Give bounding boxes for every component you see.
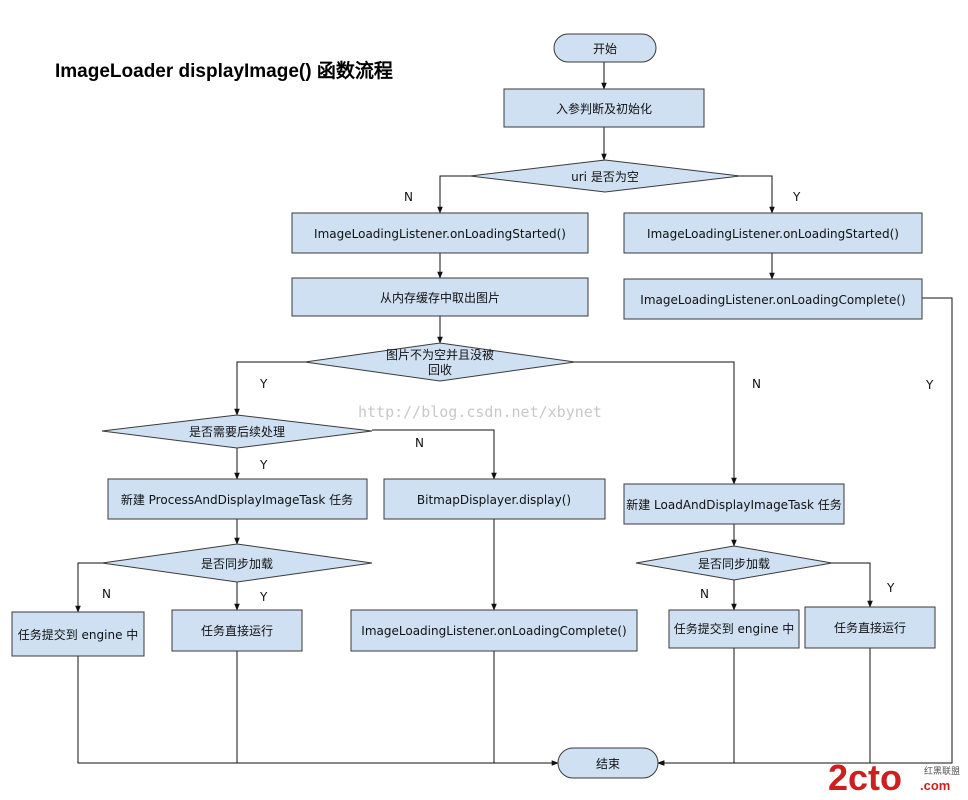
edge-syncR-yes	[832, 562, 873, 608]
node-run-left-label: 任务直接运行	[201, 623, 273, 638]
label-uri-yes: Y	[792, 190, 801, 204]
label-check-no: N	[752, 377, 761, 391]
node-end: 结束	[557, 747, 659, 779]
label-uri-no: N	[404, 190, 413, 204]
logo-main-text: 2cto	[828, 757, 902, 798]
decision-uri-empty-label: uri 是否为空	[571, 170, 639, 184]
node-run-right-label: 任务直接运行	[834, 620, 906, 635]
node-new-load-task-label: 新建 LoadAndDisplayImageTask 任务	[626, 497, 842, 512]
label-post-yes: Y	[259, 458, 268, 472]
label-syncR-yes: Y	[886, 581, 895, 595]
label-complete-yes: Y	[925, 378, 934, 392]
node-start: 开始	[553, 33, 657, 63]
decision-sync-right-label: 是否同步加载	[698, 557, 770, 571]
node-mem-cache-label: 从内存缓存中取出图片	[380, 290, 500, 305]
node-bitmap-display: BitmapDisplayer.display()	[383, 478, 606, 520]
node-submit-left-label: 任务提交到 engine 中	[18, 627, 139, 642]
node-submit-right: 任务提交到 engine 中	[668, 609, 800, 649]
edge-check-yes	[234, 361, 305, 416]
decision-sync-left: 是否同步加载	[101, 543, 373, 583]
logo-dotcom-text: .com	[920, 778, 950, 793]
node-complete-mid: ImageLoadingListener.onLoadingComplete()	[350, 609, 638, 652]
node-new-process-task: 新建 ProcessAndDisplayImageTask 任务	[107, 478, 368, 520]
node-started-left-label: ImageLoadingListener.onLoadingStarted()	[314, 227, 566, 241]
site-logo: 2cto .com 红黑联盟	[828, 757, 960, 798]
node-started-left: ImageLoadingListener.onLoadingStarted()	[291, 212, 589, 254]
edge-check-no	[575, 361, 737, 485]
decision-post-process: 是否需要后续处理	[101, 414, 373, 449]
node-complete-mid-label: ImageLoadingListener.onLoadingComplete()	[361, 624, 626, 638]
node-submit-right-label: 任务提交到 engine 中	[674, 621, 795, 636]
node-submit-left: 任务提交到 engine 中	[11, 611, 145, 657]
watermark-text: http://blog.csdn.net/xbynet	[358, 403, 602, 421]
decision-bitmap-valid-label-2: 回收	[428, 363, 452, 377]
edge-uri-no	[437, 175, 470, 214]
label-check-yes: Y	[259, 377, 268, 391]
label-syncL-yes: Y	[259, 590, 268, 604]
node-started-right-label: ImageLoadingListener.onLoadingStarted()	[647, 227, 899, 241]
node-start-label: 开始	[593, 42, 617, 56]
node-started-right: ImageLoadingListener.onLoadingStarted()	[623, 212, 923, 254]
node-new-load-task: 新建 LoadAndDisplayImageTask 任务	[623, 483, 845, 525]
node-complete-right: ImageLoadingListener.onLoadingComplete()	[623, 278, 923, 320]
edge-submitL-end	[77, 656, 559, 766]
decision-bitmap-valid: 图片不为空并且没被 回收	[304, 342, 576, 382]
node-end-label: 结束	[596, 757, 620, 771]
edge-labels: N Y Y N Y Y N N Y N Y	[102, 190, 934, 604]
decision-uri-empty: uri 是否为空	[469, 159, 741, 193]
decision-post-process-label: 是否需要后续处理	[189, 425, 285, 439]
edge-uri-yes	[740, 175, 775, 214]
label-post-no: N	[415, 436, 424, 450]
edges	[75, 62, 953, 766]
label-syncL-no: N	[102, 587, 111, 601]
node-init: 入参判断及初始化	[503, 88, 705, 128]
diagram-title: ImageLoader displayImage() 函数流程	[55, 59, 393, 82]
node-complete-right-label: ImageLoadingListener.onLoadingComplete()	[640, 293, 905, 307]
node-bitmap-display-label: BitmapDisplayer.display()	[417, 493, 571, 507]
edge-post-no	[372, 429, 497, 480]
node-init-label: 入参判断及初始化	[556, 101, 652, 116]
node-run-right: 任务直接运行	[804, 606, 936, 649]
node-run-left: 任务直接运行	[171, 609, 303, 652]
decision-bitmap-valid-label-1: 图片不为空并且没被	[386, 347, 494, 362]
label-syncR-no: N	[700, 587, 709, 601]
node-new-process-task-label: 新建 ProcessAndDisplayImageTask 任务	[121, 492, 353, 507]
edge-complete-end	[657, 297, 953, 766]
edge-syncL-no	[75, 562, 102, 613]
edge-submitR-end	[657, 648, 735, 766]
decision-sync-right: 是否同步加载	[635, 545, 833, 581]
decision-sync-left-label: 是否同步加载	[201, 557, 273, 571]
logo-cn-text: 红黑联盟	[924, 765, 960, 777]
node-mem-cache: 从内存缓存中取出图片	[291, 277, 589, 317]
